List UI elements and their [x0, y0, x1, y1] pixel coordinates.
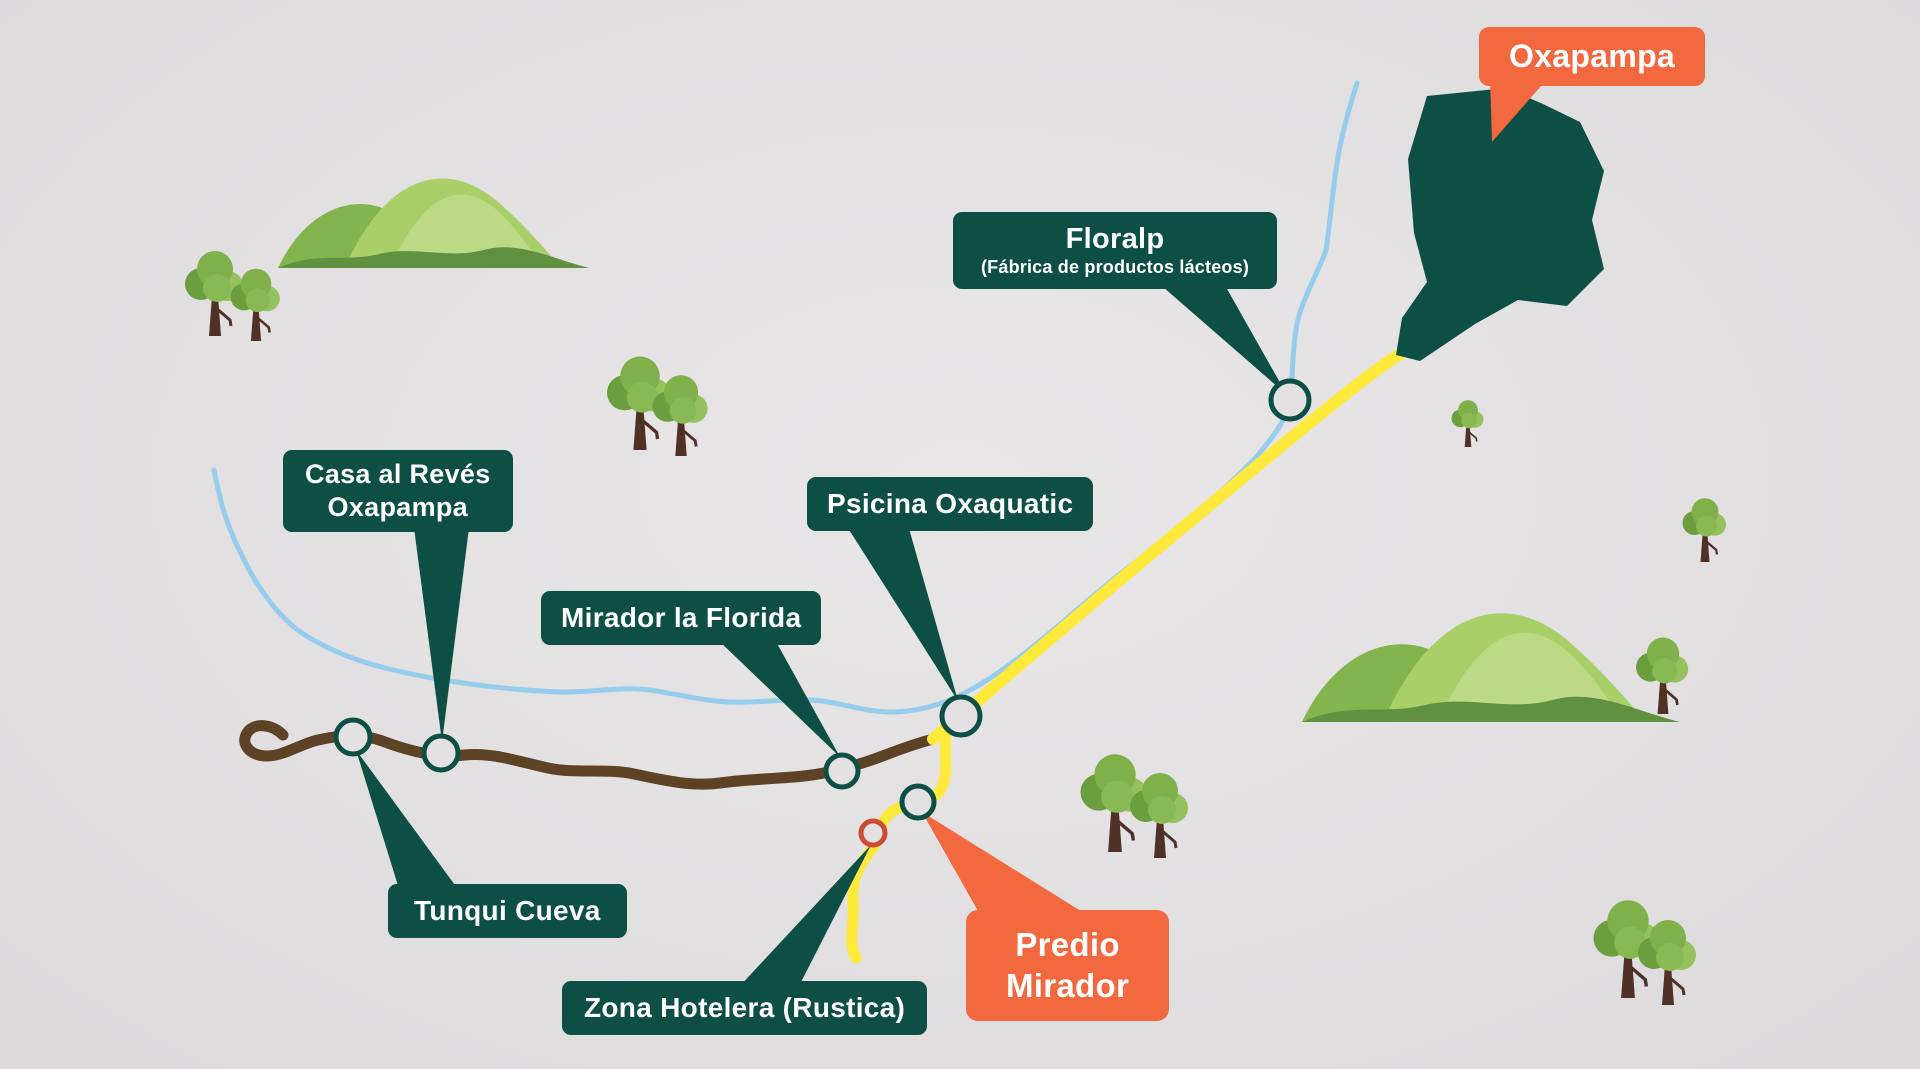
zona-hotelera-label: Zona Hotelera (Rustica)	[562, 981, 928, 1036]
floralp-marker	[1268, 378, 1312, 422]
tunqui-label-text: Tunqui Cueva	[414, 895, 601, 926]
oxapampa-callout-tail	[1490, 78, 1548, 142]
casa-al-reves-marker	[421, 733, 461, 773]
tunqui-cueva-label: Tunqui Cueva	[388, 884, 627, 939]
psicina-oxaquatic-marker	[939, 694, 983, 738]
mountains-left-icon	[278, 178, 590, 268]
casa-al-reves-callout-tail	[413, 520, 470, 742]
mirador-label-text: Mirador la Florida	[561, 602, 802, 633]
predio-mirador-label: Predio Mirador	[966, 910, 1170, 1021]
road-brown-path	[239, 720, 939, 790]
floralp-label-subtitle: (Fábrica de productos lácteos)	[980, 257, 1250, 278]
zona-hotelera-marker	[858, 818, 888, 848]
oxapampa-label-text: Oxapampa	[1509, 38, 1676, 74]
floralp-callout-tail	[1155, 280, 1287, 395]
oxapampa-label: Oxapampa	[1479, 27, 1706, 87]
mirador-la-florida-marker	[823, 752, 861, 790]
mirador-la-florida-label: Mirador la Florida	[541, 591, 822, 646]
oxapampa-town-shape	[1396, 88, 1604, 361]
predio-mirador-callout-tail	[922, 812, 1092, 918]
casa-al-reves-label: Casa al Revés Oxapampa	[283, 450, 513, 532]
psicina-label-text: Psicina Oxaquatic	[827, 488, 1074, 519]
zona-hotelera-callout-tail	[738, 845, 871, 988]
road-yellow-path	[927, 334, 1434, 745]
mirador-callout-tail	[716, 638, 840, 757]
psicina-oxaquatic-label: Psicina Oxaquatic	[807, 477, 1094, 532]
tunqui-cueva-marker	[333, 717, 373, 757]
mountains-right-icon	[1302, 613, 1681, 722]
psicina-callout-tail	[846, 525, 958, 701]
casa-al-reves-line2: Oxapampa	[327, 491, 468, 522]
tunqui-callout-tail	[356, 750, 460, 892]
floralp-label-title: Floralp	[1065, 223, 1165, 255]
predio-mirador-line2: Mirador	[1006, 967, 1130, 1005]
tree-icon	[1450, 399, 1485, 448]
zona-hotelera-label-text: Zona Hotelera (Rustica)	[584, 992, 906, 1023]
casa-al-reves-line1: Casa al Revés	[305, 459, 491, 489]
floralp-label: Floralp (Fábrica de productos lácteos)	[953, 212, 1277, 290]
predio-mirador-line1: Predio	[1015, 926, 1120, 963]
river-path	[211, 80, 1360, 715]
tree-icon	[1634, 636, 1690, 716]
predio-mirador-marker	[899, 783, 937, 821]
tree-icon	[1681, 497, 1728, 564]
